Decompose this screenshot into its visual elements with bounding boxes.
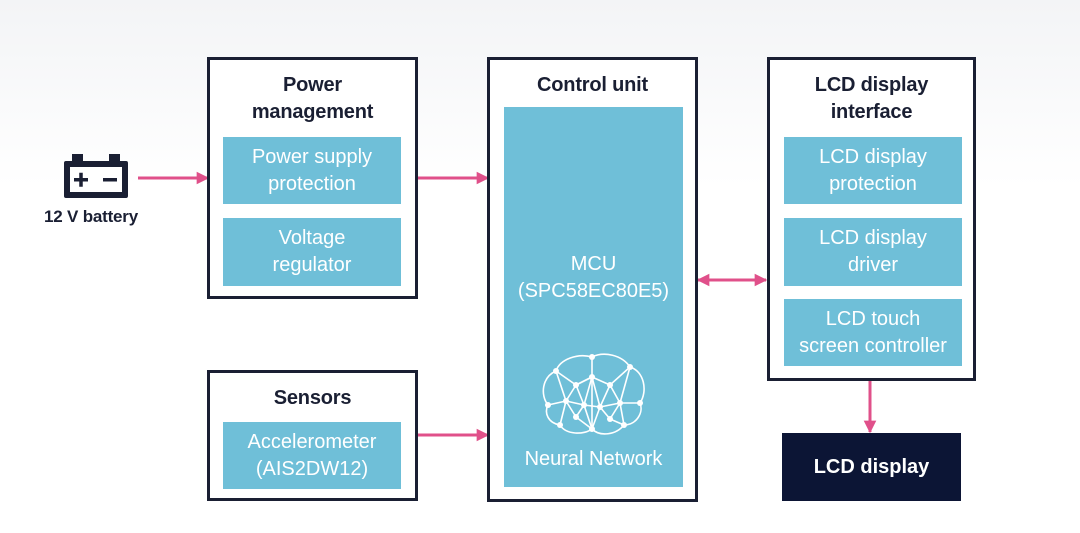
mcu-label: MCU (SPC58EC80E5) — [517, 253, 670, 302]
lcd-interface-title: LCD display interface — [814, 74, 929, 123]
sensors-title: Sensors — [273, 387, 352, 409]
control-unit-title: Control unit — [537, 74, 648, 96]
lcd-display-box: LCD display — [782, 433, 961, 501]
sensors-box: Sensors Accelerometer (AIS2DW12) — [207, 370, 418, 501]
voltage-regulator-block: Voltage regulator — [223, 218, 401, 286]
brain-network-icon — [542, 353, 645, 435]
power-management-box: Power management Power supply protection… — [207, 57, 418, 299]
battery-label: 12 V battery — [44, 207, 138, 226]
power-supply-protection-block: Power supply protection — [223, 137, 401, 204]
neural-network-label: Neural Network — [524, 448, 663, 470]
lcd-display-protection-block: LCD display protection — [784, 137, 962, 204]
lcd-touch-controller-block: LCD touch screen controller — [784, 299, 962, 366]
lcd-interface-box: LCD display interface LCD display protec… — [767, 57, 976, 381]
mcu-block: MCU (SPC58EC80E5) — [504, 107, 683, 487]
lcd-display-driver-block: LCD display driver — [784, 218, 962, 286]
power-management-title: Power management — [251, 74, 374, 123]
accelerometer-block: Accelerometer (AIS2DW12) — [223, 422, 401, 489]
control-unit-box: Control unit MCU (SPC58EC80E5) — [487, 57, 698, 502]
battery-icon — [64, 154, 128, 198]
